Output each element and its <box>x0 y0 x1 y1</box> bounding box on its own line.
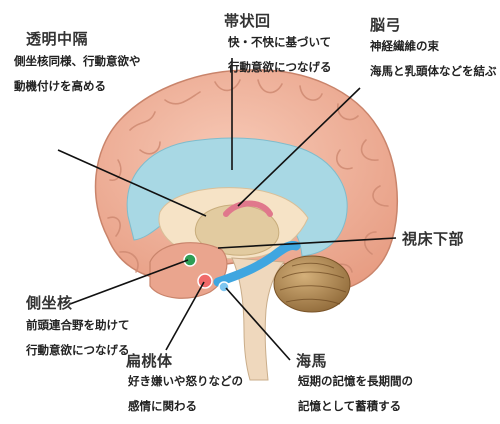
cerebellum-folds <box>279 262 347 305</box>
accumbens-desc-line-1: 前頭連合野を助けて <box>26 318 130 332</box>
hippocampus-description: 短期の記憶を長期間の 記憶として蓄積する <box>298 369 413 419</box>
accumbens-desc-line-2: 行動意欲につなげる <box>26 343 130 357</box>
cingulate-desc-line-1: 快・不快に基づいて <box>228 35 332 49</box>
cingulate-description: 快・不快に基づいて 行動意欲につなげる <box>228 30 332 80</box>
line-amygdala <box>165 281 205 351</box>
septum-description: 側坐核同様、行動意欲や 動機付けを高める <box>14 49 141 99</box>
brain-stem <box>231 257 286 381</box>
line-hippocampus <box>225 287 291 361</box>
hippocampus-label: 海馬 <box>296 350 327 371</box>
cingulate-desc-line-2: 行動意欲につなげる <box>228 60 332 74</box>
thalamus-title: 視床下部 <box>402 230 465 248</box>
cerebellum <box>273 255 351 313</box>
accumbens-dot <box>183 253 197 267</box>
amygdala-desc-line-2: 感情に関わる <box>128 399 197 413</box>
leader-lines <box>57 58 397 361</box>
accumbens-label: 側坐核 <box>26 292 73 313</box>
amygdala-title: 扁桃体 <box>126 352 173 370</box>
fornix-label: 脳弓 <box>370 14 401 35</box>
hippocampus-title: 海馬 <box>296 352 328 370</box>
fornix-arc <box>223 200 273 217</box>
accumbens-title: 側坐核 <box>26 294 73 312</box>
fornix-desc-line-2: 海馬と乳頭体などを結ぶ <box>370 64 497 78</box>
cingulate-label: 帯状回 <box>224 10 271 31</box>
hippocampus-desc-line-2: 記憶として蓄積する <box>298 399 402 413</box>
hippocampus-shape <box>213 241 301 287</box>
line-fornix <box>237 87 361 207</box>
septum-label: 透明中隔 <box>26 28 88 49</box>
septum-title: 透明中隔 <box>26 30 89 48</box>
amygdala-dot <box>197 273 213 289</box>
septum-desc-line-1: 側坐核同様、行動意欲や <box>14 54 141 68</box>
fornix-title: 脳弓 <box>370 16 402 34</box>
fornix-desc-line-1: 神経繊維の束 <box>370 39 439 53</box>
accumbens-description: 前頭連合野を助けて 行動意欲につなげる <box>26 313 130 363</box>
amygdala-description: 好き嫌いや怒りなどの 感情に関わる <box>128 369 243 419</box>
hippocampus-desc-line-1: 短期の記憶を長期間の <box>298 374 413 388</box>
line-thalamus <box>217 237 397 249</box>
amygdala-desc-line-1: 好き嫌いや怒りなどの <box>128 374 243 388</box>
fornix-description: 神経繊維の束 海馬と乳頭体などを結ぶ <box>370 34 497 84</box>
septum-desc-line-2: 動機付けを高める <box>14 79 106 93</box>
amygdala-label: 扁桃体 <box>126 350 173 371</box>
line-accumbens <box>69 259 189 305</box>
cingulate-title: 帯状回 <box>224 12 271 30</box>
line-septum <box>57 149 207 217</box>
thalamus-label: 視床下部 <box>402 228 464 249</box>
